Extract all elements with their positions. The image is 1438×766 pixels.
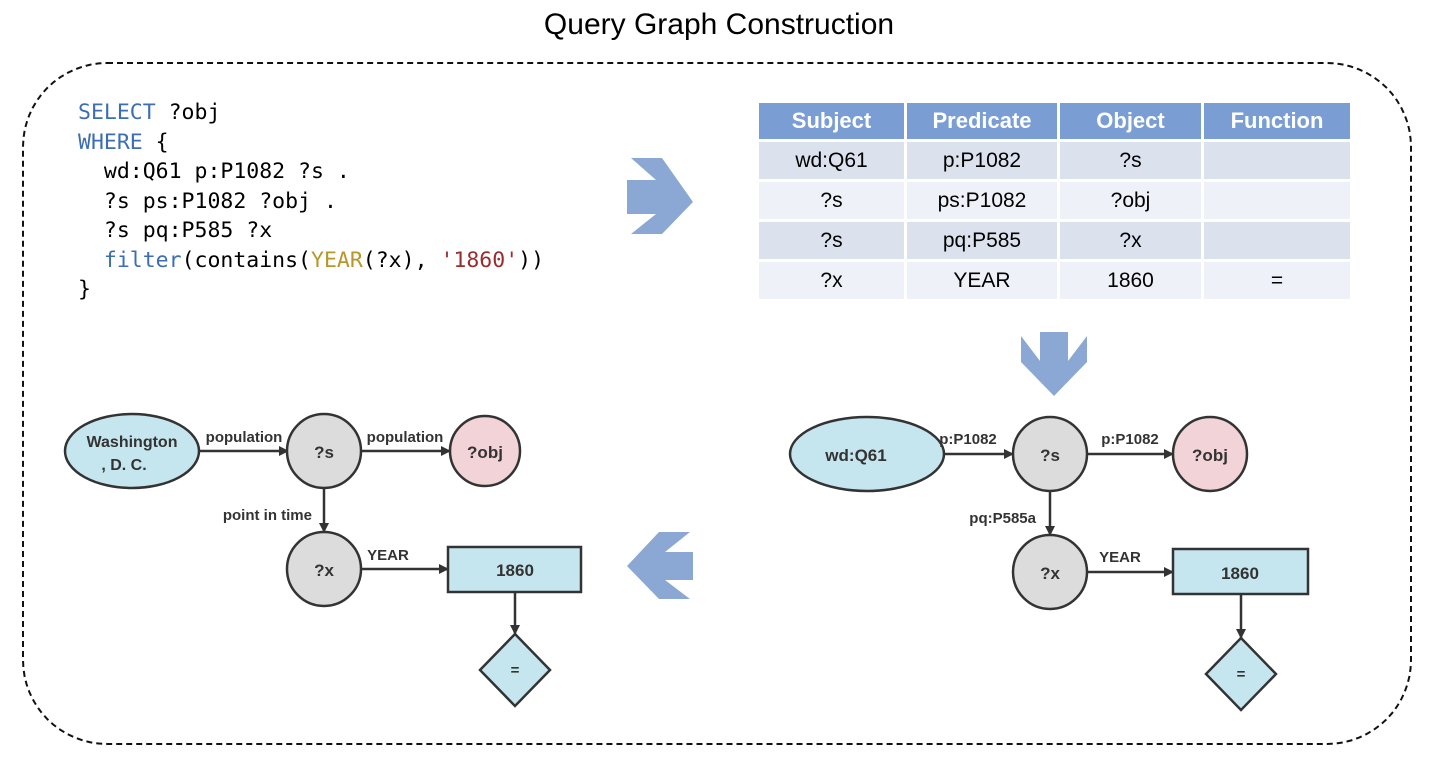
table-cell: ?obj [1060,182,1201,219]
flow-arrow-left-icon [627,532,693,599]
table-cell: ps:P1082 [907,182,1057,219]
node-subject-label-line2: , D. C. [101,457,146,474]
node-s [285,412,363,490]
node-obj [1171,415,1249,493]
node-value-label: 1860 [496,561,534,580]
code-line: WHERE { [78,128,544,158]
table-cell: pq:P585 [907,222,1057,259]
node-obj-label: ?obj [467,443,503,462]
node-subject-label-line1: Washington [87,434,178,451]
node-subject [788,415,946,493]
table-cell: ?s [759,222,904,259]
code-token: wd:Q61 p:P1082 ?s . [78,159,350,184]
code-line: ?s ps:P1082 ?obj . [78,187,544,217]
table-row: ?x YEAR 1860 = [759,262,1350,299]
node-s-label: ?s [1040,446,1060,465]
code-line: wd:Q61 p:P1082 ?s . [78,157,544,187]
node-obj [448,414,522,488]
node-value [446,545,583,594]
table-header-row: Subject Predicate Object Function [759,103,1350,139]
node-s [1011,415,1089,493]
triples-table: Subject Predicate Object Function wd:Q61… [756,100,1353,302]
node-x-label: ?x [1040,564,1060,583]
table-header-predicate: Predicate [907,103,1057,139]
node-x [285,530,363,608]
code-line: ?s pq:P585 ?x [78,216,544,246]
flow-arrow-down-icon [1021,332,1087,396]
code-line: filter(contains(YEAR(?x), '1860')) [78,246,544,276]
node-obj-label: ?obj [1192,446,1228,465]
edge-x-value-label: YEAR [1099,549,1141,566]
code-token: (contains( [181,247,312,273]
code-token: (?x), [362,247,441,273]
table-cell: ?x [1060,222,1201,259]
node-subject-label: wd:Q61 [824,446,886,465]
code-token: SELECT [78,100,156,125]
code-token: '1860' [440,247,519,273]
code-token: filter [103,247,182,273]
code-line: } [78,275,544,305]
table-cell [1204,142,1350,179]
table-row: ?s ps:P1082 ?obj [759,182,1350,219]
code-token: YEAR [311,247,363,273]
node-x-label: ?x [314,561,334,580]
edge-subject-s-label: population [206,429,283,446]
code-line: SELECT ?obj [78,98,544,128]
code-token: ?s ps:P1082 ?obj . [78,188,337,214]
code-token: ?s pq:P585 ?x [78,218,273,243]
table-cell: ?s [1060,142,1201,179]
code-token: } [78,277,91,302]
table-cell [1204,222,1350,259]
node-func [1204,636,1278,712]
node-func-label: = [511,662,520,679]
table-row: wd:Q61 p:P1082 ?s [759,142,1350,179]
code-token: ?obj [155,100,221,125]
table-header-object: Object [1060,103,1201,139]
table-header-function: Function [1204,103,1350,139]
table-cell: 1860 [1060,262,1201,299]
table-cell: = [1204,262,1350,299]
node-value-label: 1860 [1221,564,1259,583]
edge-x-value-label: YEAR [367,547,409,564]
node-func [478,632,552,708]
edge-s-x-label: point in time [223,507,312,524]
flow-arrow-right-icon [627,158,693,234]
code-token: { [142,129,169,155]
table-cell: wd:Q61 [759,142,904,179]
edge-s-obj-label: population [367,429,444,446]
figure-title: Query Graph Construction [543,8,895,41]
code-token: )) [518,247,545,273]
raw-query-graph: wd:Q61 ?s ?obj ?x 1860 = p:P1082 p:P1082… [788,415,1310,712]
edge-s-obj-label: p:P1082 [1101,431,1159,448]
table-cell: ?s [759,182,904,219]
table-header-subject: Subject [759,103,904,139]
table-row: ?s pq:P585 ?x [759,222,1350,259]
node-subject [63,412,201,490]
table-cell [1204,182,1350,219]
node-s-label: ?s [314,443,334,462]
node-value [1171,547,1310,596]
edge-subject-s-label: p:P1082 [939,431,997,448]
code-token: WHERE [78,129,143,155]
node-func-label: = [1237,666,1246,683]
dashed-frame [22,62,1412,745]
table-cell: p:P1082 [907,142,1057,179]
named-query-graph: Washington , D. C. ?s ?obj ?x 1860 = pop… [63,412,583,708]
edge-s-x-label: pq:P585a [969,510,1036,527]
node-x [1011,533,1089,611]
table-cell: ?x [759,262,904,299]
table-cell: YEAR [907,262,1057,299]
